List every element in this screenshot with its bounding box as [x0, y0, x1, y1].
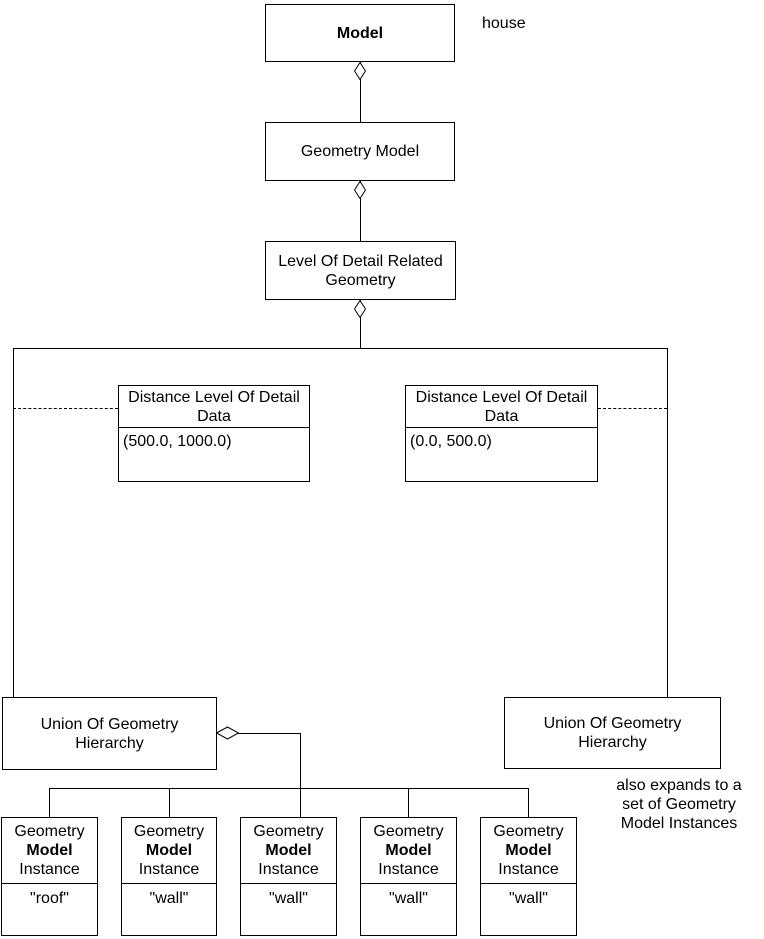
union-right-label: Union Of Geometry Hierarchy	[543, 715, 682, 751]
expands-annotation: also expands to a set of Geometry Model …	[616, 777, 742, 832]
instance-title-line: Geometry	[14, 823, 85, 840]
instance-title-line: Model	[26, 842, 73, 859]
instance-title: Geometry Model Instance	[2, 818, 97, 884]
instance-title-line: Geometry	[373, 823, 444, 840]
connector-drop-instance-1	[49, 788, 50, 817]
instance-title-line: Model	[145, 842, 193, 859]
distance-lod-data-right-node: Distance Level Of Detail Data (0.0, 500.…	[405, 385, 598, 482]
instance-title-line: Model	[385, 842, 432, 859]
geometry-model-instance-node: Geometry Model Instance "wall"	[480, 817, 577, 936]
instance-title-line: Instance	[378, 861, 439, 878]
geometry-model-instance-node: Geometry Model Instance "wall"	[240, 817, 337, 936]
instance-title-line: Instance	[19, 861, 80, 878]
geometry-model-node: Geometry Model	[265, 122, 455, 181]
aggregation-diamond-icon	[354, 300, 366, 318]
connector-model-to-geometry-model	[360, 62, 361, 122]
connector-lod-to-trunk	[360, 300, 361, 349]
geometry-model-instance-node: Geometry Model Instance "wall"	[360, 817, 457, 936]
connector-union-left-elbow-horizontal	[217, 733, 301, 734]
house-annotation: house	[482, 15, 526, 32]
instance-title-line: Geometry	[493, 823, 564, 840]
instance-title: Geometry Model Instance	[361, 818, 456, 884]
instance-value: "roof"	[30, 890, 69, 907]
union-of-geometry-hierarchy-left-node: Union Of Geometry Hierarchy	[2, 697, 217, 770]
connector-geometry-model-to-lod	[360, 181, 361, 241]
model-node-label: Model	[336, 24, 384, 42]
instance-title-line: Model	[265, 842, 312, 859]
model-node: Model	[265, 4, 455, 62]
connector-instances-branch	[49, 788, 529, 789]
distance-lod-data-right-value: (0.0, 500.0)	[410, 433, 492, 450]
instance-value: "wall"	[269, 890, 308, 907]
dashed-link-distance-right	[598, 408, 667, 409]
instance-value: "wall"	[509, 890, 548, 907]
geometry-model-instance-node: Geometry Model Instance "roof"	[1, 817, 98, 936]
instance-title-line: Instance	[498, 861, 559, 878]
dashed-link-distance-left	[13, 408, 118, 409]
instance-value: "wall"	[149, 890, 189, 907]
instance-title: Geometry Model Instance	[481, 818, 576, 884]
distance-lod-data-left-node: Distance Level Of Detail Data (500.0, 10…	[118, 385, 310, 482]
instance-title-line: Geometry	[253, 823, 324, 840]
distance-lod-data-left-value: (500.0, 1000.0)	[123, 433, 232, 450]
distance-lod-data-left-title: Distance Level Of Detail Data	[119, 386, 309, 428]
geometry-model-instance-node: Geometry Model Instance "wall"	[121, 817, 217, 936]
connector-drop-instance-5	[528, 788, 529, 817]
instance-title: Geometry Model Instance	[241, 818, 336, 884]
aggregation-diamond-icon	[354, 62, 366, 80]
instance-title-line: Model	[505, 842, 552, 859]
connector-union-left-elbow-vertical	[300, 733, 301, 817]
aggregation-diamond-icon	[216, 726, 239, 740]
connector-trunk-to-union-right	[667, 348, 668, 697]
instance-title-line: Geometry	[133, 823, 205, 840]
geometry-model-node-label: Geometry Model	[300, 143, 420, 160]
connector-drop-instance-4	[408, 788, 409, 817]
connector-trunk-horizontal	[13, 348, 668, 349]
instance-title-line: Instance	[138, 861, 200, 878]
instance-title: Geometry Model Instance	[122, 818, 216, 884]
instance-value: "wall"	[389, 890, 428, 907]
instance-title-line: Instance	[258, 861, 319, 878]
union-left-label: Union Of Geometry Hierarchy	[40, 715, 179, 752]
distance-lod-data-right-title: Distance Level Of Detail Data	[406, 386, 597, 428]
lod-related-geometry-node: Level Of Detail Related Geometry	[265, 241, 456, 300]
aggregation-diamond-icon	[354, 181, 366, 199]
connector-drop-instance-2	[169, 788, 170, 817]
lod-related-geometry-node-label: Level Of Detail Related Geometry	[278, 252, 443, 289]
union-of-geometry-hierarchy-right-node: Union Of Geometry Hierarchy	[504, 697, 721, 769]
connector-trunk-to-union-left	[13, 348, 14, 697]
